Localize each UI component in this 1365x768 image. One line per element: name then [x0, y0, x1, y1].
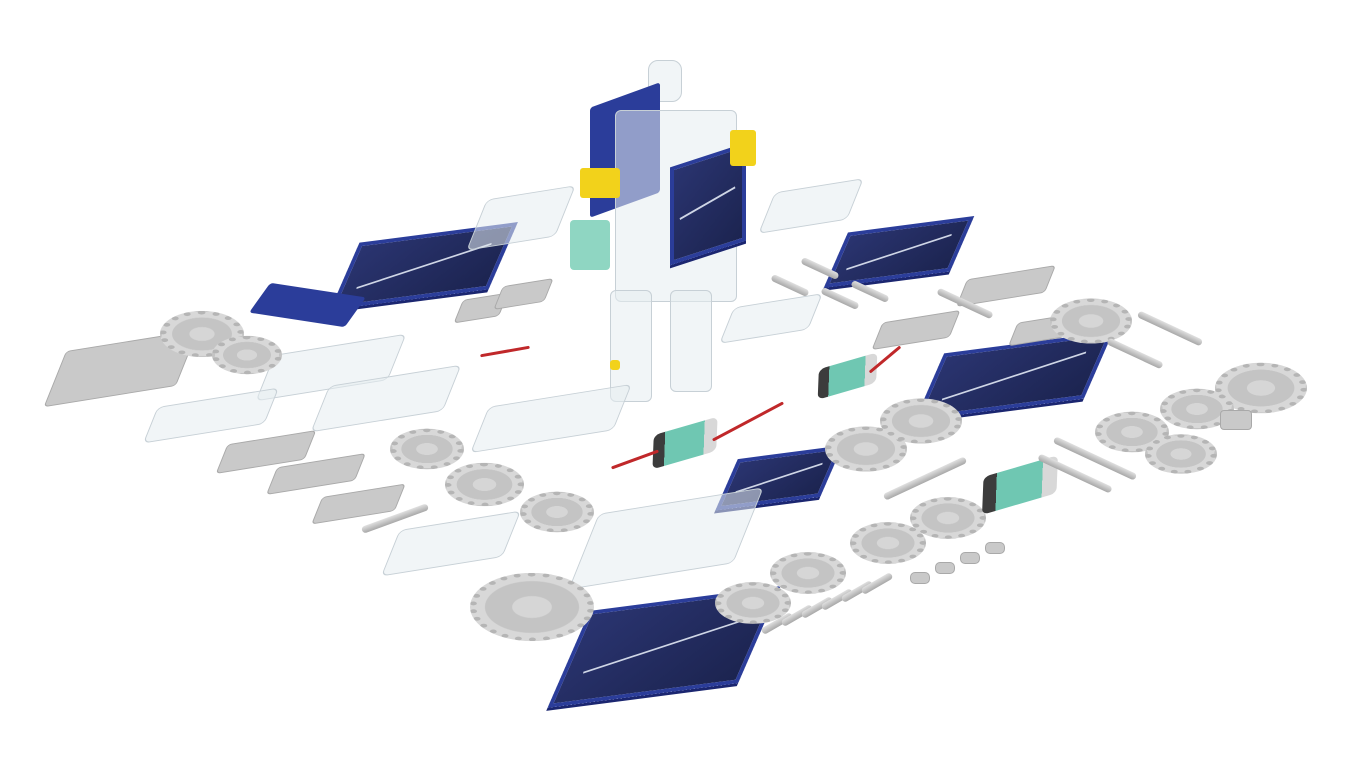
gear — [445, 462, 524, 507]
gear — [910, 497, 986, 539]
gear — [1145, 434, 1217, 474]
gear — [825, 426, 907, 472]
robot-leg-right — [670, 290, 712, 392]
gear — [880, 398, 962, 444]
motor — [652, 416, 718, 470]
screw — [850, 279, 890, 304]
spacer — [985, 542, 1005, 554]
motor — [817, 352, 878, 400]
grey-bracket — [871, 309, 961, 351]
gear — [715, 582, 791, 624]
solar-panel — [823, 216, 975, 288]
robot-foot-accent — [610, 360, 620, 370]
gear — [850, 522, 926, 564]
spacer — [960, 552, 980, 564]
screw — [820, 286, 860, 311]
spacer — [935, 562, 955, 574]
grey-bracket — [493, 278, 554, 310]
robot-shoulder-right — [730, 130, 756, 166]
motor-wire — [480, 345, 530, 358]
screw — [770, 273, 810, 298]
gear — [390, 428, 464, 470]
gear — [1050, 298, 1132, 344]
rack-piece — [1220, 410, 1252, 430]
clear-plate — [466, 185, 576, 251]
grey-bracket — [955, 265, 1057, 307]
spacer — [910, 572, 930, 584]
clear-plate — [470, 383, 632, 454]
clear-plate — [758, 178, 864, 234]
clear-plate — [380, 510, 522, 577]
assembled-robot — [570, 60, 770, 402]
robot-shoulder-left — [580, 168, 620, 198]
clear-plate — [142, 387, 280, 444]
robot-leg-left — [610, 290, 652, 402]
gear — [212, 335, 282, 375]
motor-wire — [711, 401, 785, 442]
gear — [770, 552, 846, 594]
gear — [520, 491, 594, 533]
rod — [1106, 337, 1164, 370]
rod — [1136, 310, 1204, 347]
gear-large — [470, 572, 594, 642]
robot-arm-motor — [570, 220, 610, 270]
clear-plate-large — [568, 487, 764, 590]
